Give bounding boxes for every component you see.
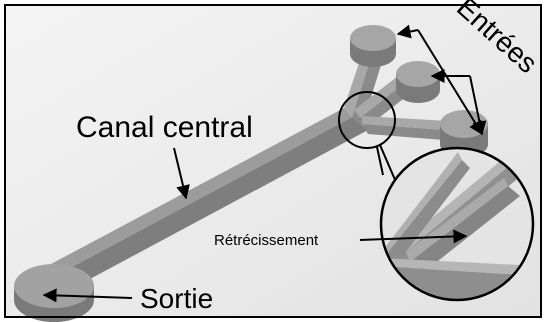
- constriction-arrow: [359, 229, 468, 244]
- outlet-reservoir: [14, 264, 94, 322]
- central-channel: [36, 108, 368, 294]
- zoom-inset: [379, 146, 535, 302]
- junction-highlight-circle: [338, 91, 396, 149]
- zoom-connector-left: [376, 146, 384, 176]
- label-outlet: Sortie: [140, 283, 213, 314]
- inlet-reservoir-middle: [396, 61, 440, 103]
- label-constriction: Rétrécissement: [214, 232, 319, 249]
- label-central-channel: Canal central: [76, 111, 253, 144]
- inlet-reservoir-top: [350, 25, 396, 67]
- central-channel-arrow: [173, 147, 190, 200]
- figure-frame: [4, 4, 542, 318]
- inlet-arrows: [396, 24, 487, 136]
- outlet-arrow: [42, 288, 133, 303]
